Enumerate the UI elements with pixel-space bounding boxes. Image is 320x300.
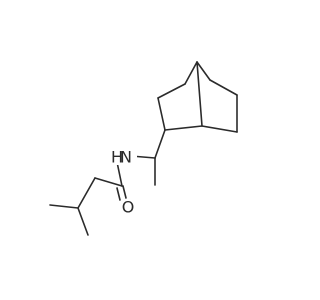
bond-ring-b (157, 83, 186, 99)
bond-carbonyl-oxygen-2 (116, 187, 121, 201)
atom-label-nh: N H (111, 148, 137, 167)
bond-bridge-2 (196, 61, 211, 81)
bond-ch-methyl-left (49, 204, 79, 209)
bond-bridge-1 (184, 61, 198, 85)
nitrogen-symbol: N (120, 148, 132, 167)
bond-ring-f (209, 79, 238, 96)
bond-carbonyl-ch2 (94, 177, 123, 187)
oxygen-symbol: O (122, 198, 135, 217)
bond-ch-methyl-down (77, 207, 89, 236)
bond-carbonyl-oxygen-1 (122, 185, 127, 199)
bond-bridge-3 (196, 61, 203, 127)
molecule-structure-diagram: N H O (49, 61, 238, 236)
bond-ring-c (164, 125, 203, 131)
bond-ring-to-ch (154, 129, 166, 159)
bond-nitrogen-carbonyl (116, 161, 123, 187)
bond-ch2-ch (77, 177, 96, 209)
bond-ring-a (157, 97, 166, 131)
acyl-chain (49, 161, 127, 236)
atom-label-o: O (121, 198, 135, 217)
norbornyl-ring (157, 61, 238, 133)
bond-ring-d (201, 125, 238, 133)
hydrogen-symbol: H (111, 148, 123, 167)
